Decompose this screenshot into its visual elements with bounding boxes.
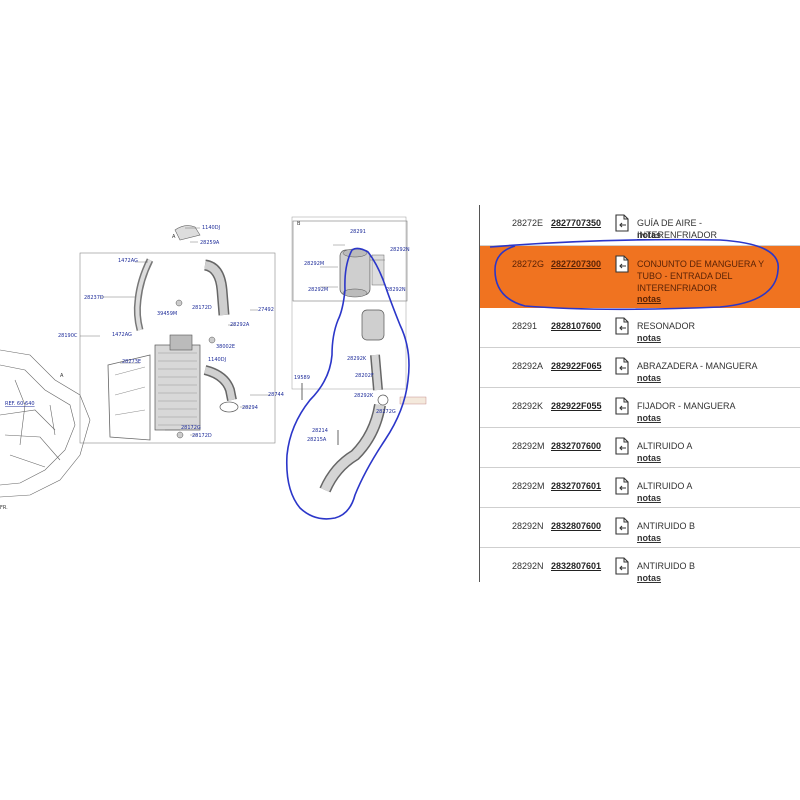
diagram-label: 28172D [192, 305, 212, 311]
parts-row: 28291 2828107600 RESONADOR notas [480, 308, 800, 348]
parts-diagram: 1140DJ 28259A 1472AG 28237D 28190C 28273… [0, 205, 470, 535]
ref-code: 28292M [512, 481, 545, 491]
ref-code: 28272E [512, 218, 544, 228]
diagram-label: 1140DJ [208, 357, 226, 363]
part-description: ANTIRUIDO B [637, 561, 696, 571]
diagram-label: 28292M [304, 261, 324, 267]
document-arrow-icon[interactable] [614, 517, 630, 535]
diagram-label: 28273E [122, 359, 141, 365]
diagram-label: 28292M [308, 287, 328, 293]
diagram-label: 1472AG [118, 258, 138, 264]
diagram-label: 28272G [376, 409, 396, 415]
document-arrow-icon[interactable] [614, 317, 630, 335]
notes-link[interactable]: notas [637, 294, 662, 304]
part-number-link[interactable]: 2827207300 [551, 259, 602, 269]
part-description: GUÍA DE AIRE - INTERENFRIADOR [637, 218, 718, 240]
notes-link[interactable]: notas [637, 230, 662, 240]
parts-row: 28292K 282922F055 FIJADOR - MANGUERA not… [480, 388, 800, 428]
diagram-label: 28237D [84, 295, 104, 301]
diagram-label: 28291 [350, 229, 366, 235]
diagram-label: 1140DJ [202, 225, 220, 231]
diagram-label: 28294 [242, 405, 258, 411]
parts-row: 28292N 2832807600 ANTIRUIDO B notas [480, 508, 800, 548]
notes-link[interactable]: notas [637, 413, 662, 423]
diagram-label: 28215A [307, 437, 327, 443]
ref-code: 28292K [512, 401, 544, 411]
part-number-link[interactable]: 2832707601 [551, 481, 602, 491]
diagram-label: 28292K [347, 356, 367, 362]
diagram-label: 28292N [390, 247, 410, 253]
diagram-label: 28292K [354, 393, 374, 399]
parts-row: 28272E 2827707350 GUÍA DE AIRE - INTEREN… [480, 205, 800, 246]
document-arrow-icon[interactable] [614, 255, 630, 273]
parts-row: 28292A 282922F065 ABRAZADERA - MANGUERA … [480, 348, 800, 388]
part-description: ANTIRUIDO B [637, 521, 696, 531]
diagram-label: 28744 [268, 392, 284, 398]
parts-row: 28292M 2832707601 ALTIRUIDO A notas [480, 468, 800, 508]
parts-row-highlighted: 28272G 2827207300 CONJUNTO DE MANGUERA Y… [480, 246, 800, 308]
diagram-label: 28172D [192, 433, 212, 439]
ref-code: 28292M [512, 441, 545, 451]
ref-code: 28291 [512, 321, 538, 331]
hose-assembly [319, 309, 389, 493]
part-description: ABRAZADERA - MANGUERA [637, 361, 758, 371]
ref-code: 28272G [512, 259, 545, 269]
part-number-link[interactable]: 282922F065 [551, 361, 602, 371]
document-arrow-icon[interactable] [614, 357, 630, 375]
part-number-link[interactable]: 2828107600 [551, 321, 602, 331]
part-description: CONJUNTO DE MANGUERA Y TUBO - ENTRADA DE… [637, 259, 765, 293]
diagram-label: 28259A [200, 240, 220, 246]
ref-code: 28292A [512, 361, 544, 371]
diagram-label: 28190C [58, 333, 78, 339]
callout-a: A [172, 234, 176, 240]
callout-b: B [297, 221, 301, 227]
part-number-link[interactable]: 2832807601 [551, 561, 602, 571]
ref-link[interactable]: REF. 60-640 [5, 401, 35, 407]
diagram-label: 28172G [181, 425, 201, 431]
part-number-link[interactable]: 2832807600 [551, 521, 602, 531]
document-arrow-icon[interactable] [614, 557, 630, 575]
diagram-label: 28292N [386, 287, 406, 293]
diagram-label: 28202F [355, 373, 374, 379]
document-arrow-icon[interactable] [614, 477, 630, 495]
diagram-label: 28214 [312, 428, 328, 434]
resonator [339, 248, 371, 298]
diagram-label: 1472AG [112, 332, 132, 338]
parts-list: 28272E 2827707350 GUÍA DE AIRE - INTEREN… [480, 205, 800, 587]
part-number-link[interactable]: 2827707350 [551, 218, 602, 228]
part-number-link[interactable]: 2832707600 [551, 441, 602, 451]
notes-link[interactable]: notas [637, 333, 662, 343]
diagram-label: 19589 [294, 375, 310, 381]
notes-link[interactable]: notas [637, 573, 662, 583]
ref-code: 28292N [512, 561, 544, 571]
vehicle-frame [0, 349, 91, 498]
ref-code: 28292N [512, 521, 544, 531]
notes-link[interactable]: notas [637, 533, 662, 543]
diagram-label: 39459M [157, 311, 177, 317]
diagram-svg: 1140DJ 28259A 1472AG 28237D 28190C 28273… [0, 216, 427, 511]
notes-link[interactable]: notas [637, 493, 662, 503]
diagram-label: 28292A [230, 322, 250, 328]
document-arrow-icon[interactable] [614, 214, 630, 232]
notes-link[interactable]: notas [637, 453, 662, 463]
part-number-link[interactable]: 282922F055 [551, 401, 602, 411]
part-description: ALTIRUIDO A [637, 481, 693, 491]
part-description: ALTIRUIDO A [637, 441, 693, 451]
part-description: FIJADOR - MANGUERA [637, 401, 736, 411]
diagram-label: 27492 [258, 307, 274, 313]
panel-divider [479, 205, 480, 582]
intercooler-core [154, 334, 201, 431]
document-arrow-icon[interactable] [614, 437, 630, 455]
intercooler-group-box [79, 252, 276, 444]
parts-row: 28292M 2832707600 ALTIRUIDO A notas [480, 428, 800, 468]
diagram-label: 38002E [216, 344, 235, 350]
parts-row: 28292N 2832807601 ANTIRUIDO B notas [480, 548, 800, 587]
front-indicator: FR. [0, 505, 8, 511]
document-arrow-icon[interactable] [614, 397, 630, 415]
part-description: RESONADOR [637, 321, 696, 331]
callout-a: A [60, 373, 64, 379]
notes-link[interactable]: notas [637, 373, 662, 383]
